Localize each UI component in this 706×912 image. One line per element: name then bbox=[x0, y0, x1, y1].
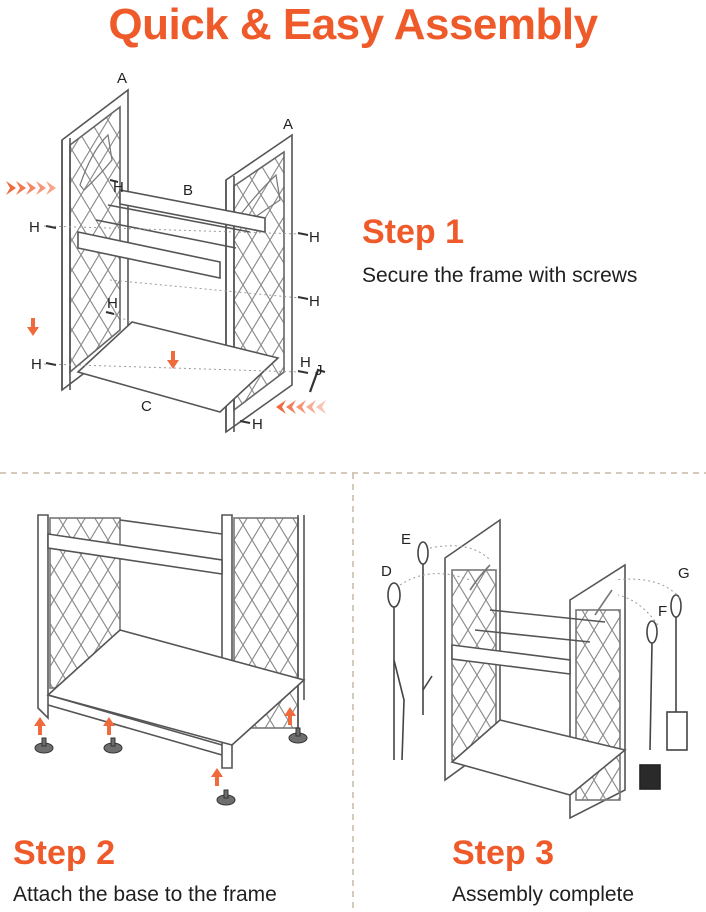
label-h-7: H bbox=[300, 354, 311, 371]
step1-exploded-frame bbox=[43, 88, 326, 434]
bottom-shelf-c bbox=[76, 321, 280, 413]
label-f: F bbox=[658, 603, 667, 620]
step1-heading: Step 1 bbox=[362, 213, 465, 251]
step3-fireplace-tools bbox=[387, 541, 688, 790]
step1-direction-arrows bbox=[6, 181, 326, 414]
step1-part-labels: A A B C J H H H H H H H H H bbox=[29, 70, 323, 433]
step2-up-arrows bbox=[34, 707, 296, 786]
top-bar-frame-b bbox=[77, 189, 266, 279]
step3-complete-rack bbox=[444, 518, 627, 820]
step2-description: Attach the base to the frame bbox=[13, 883, 277, 906]
label-d: D bbox=[381, 563, 392, 580]
label-a-left: A bbox=[117, 70, 127, 87]
label-c: C bbox=[141, 398, 152, 415]
label-h-2: H bbox=[29, 219, 40, 236]
label-j: J bbox=[315, 362, 323, 379]
step3-tool-labels: D E F G bbox=[381, 531, 690, 620]
step2-rack-with-feet bbox=[37, 514, 306, 769]
step3-description: Assembly complete bbox=[452, 883, 635, 906]
label-g: G bbox=[678, 565, 690, 582]
label-h-3: H bbox=[309, 229, 320, 246]
label-b: B bbox=[183, 182, 193, 199]
label-h-5: H bbox=[309, 293, 320, 310]
label-h-4: H bbox=[107, 295, 118, 312]
label-e: E bbox=[401, 531, 411, 548]
step3-heading: Step 3 bbox=[452, 834, 555, 872]
step2-leveling-feet bbox=[34, 727, 308, 806]
step3-dotted-paths bbox=[399, 545, 681, 626]
page-title: Quick & Easy Assembly bbox=[108, 0, 598, 49]
step1-description: Secure the frame with screws bbox=[362, 264, 638, 287]
label-h-8: H bbox=[252, 416, 263, 433]
label-h-6: H bbox=[31, 356, 42, 373]
label-h-1: H bbox=[113, 179, 124, 196]
step2-heading: Step 2 bbox=[13, 834, 116, 872]
label-a-right: A bbox=[283, 116, 293, 133]
